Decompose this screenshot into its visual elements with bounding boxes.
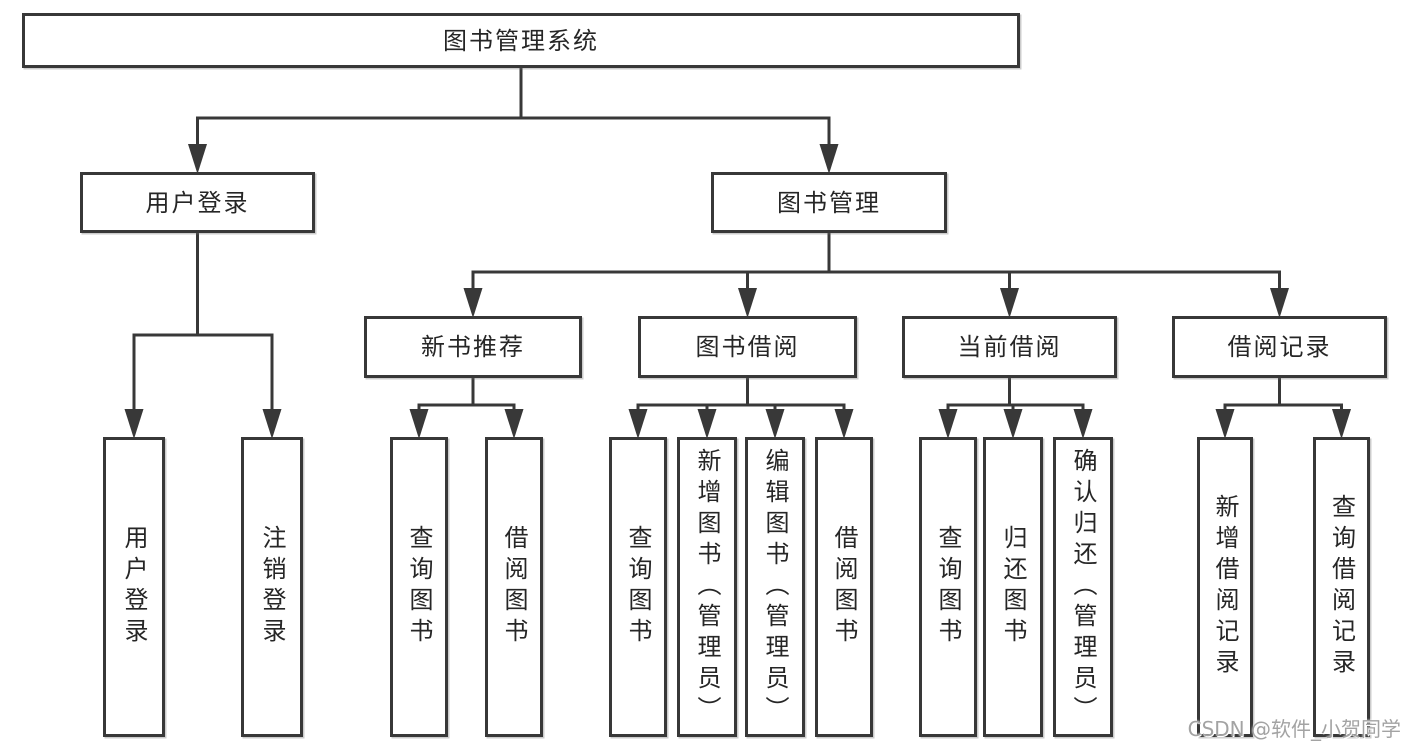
node-borrow: 图书借阅 [638,316,857,378]
arrowhead-icon [504,409,524,439]
node-rec-query: 查询图书 [390,437,448,737]
arrowhead-icon [819,144,839,174]
node-label: 图书借阅 [695,333,800,361]
arrowhead-icon [1270,288,1289,318]
node-label: 查询图书 [934,525,962,649]
node-label: 查询借阅记录 [1327,494,1356,680]
node-label: 新增图书（管理员） [693,447,721,727]
arrowhead-icon [738,288,757,318]
node-label: 查询图书 [624,525,652,649]
node-cur-return: 归还图书 [983,437,1043,737]
node-label: 编辑图书（管理员） [761,447,789,727]
node-login: 用户登录 [80,172,315,233]
node-label: 借阅图书 [500,525,528,649]
node-cur-confirm: 确认归还（管理员） [1053,437,1113,737]
arrowhead-icon [834,409,854,439]
arrowhead-icon [765,409,785,439]
node-label: 新增借阅记录 [1211,494,1239,680]
node-current: 当前借阅 [902,316,1117,378]
node-label: 图书管理系统 [443,26,599,55]
node-cur-query: 查询图书 [919,437,977,737]
node-rec: 新书推荐 [364,316,582,378]
node-root: 图书管理系统 [22,13,1020,68]
node-login-logout: 注销登录 [241,437,303,737]
node-label: 确认归还（管理员） [1069,447,1097,727]
node-borrow-edit: 编辑图书（管理员） [745,437,805,737]
node-recd-query: 查询借阅记录 [1313,437,1370,737]
node-label: 归还图书 [999,525,1027,649]
node-label: 查询图书 [405,525,433,649]
arrowhead-icon [1332,409,1351,439]
node-login-user: 用户登录 [103,437,165,737]
node-label: 用户登录 [120,525,148,649]
arrowhead-icon [938,409,958,439]
node-mgmt: 图书管理 [711,172,947,233]
node-rec-borrow: 借阅图书 [485,437,543,737]
arrowhead-icon [409,409,429,439]
node-label: 借阅记录 [1227,333,1332,361]
arrowhead-icon [262,409,282,439]
node-label: 图书管理 [777,188,881,217]
node-records: 借阅记录 [1172,316,1387,378]
node-label: 借阅图书 [830,525,858,649]
arrowhead-icon [1003,409,1023,439]
node-recd-add: 新增借阅记录 [1197,437,1253,737]
node-borrow-add: 新增图书（管理员） [677,437,737,737]
arrowhead-icon [628,409,648,439]
watermark: CSDN @软件_小贺同学 [1187,717,1401,741]
arrowhead-icon [463,288,483,318]
arrowhead-icon [188,144,207,174]
node-borrow-query: 查询图书 [609,437,667,737]
arrowhead-icon [1215,409,1235,439]
arrowhead-icon [1073,409,1093,439]
node-label: 新书推荐 [421,333,525,361]
arrowhead-icon [124,409,144,439]
node-label: 当前借阅 [957,333,1062,361]
node-label: 注销登录 [258,525,286,649]
arrowhead-icon [1000,288,1019,318]
node-borrow-lend: 借阅图书 [815,437,873,737]
node-label: 用户登录 [145,188,250,217]
arrowhead-icon [697,409,717,439]
